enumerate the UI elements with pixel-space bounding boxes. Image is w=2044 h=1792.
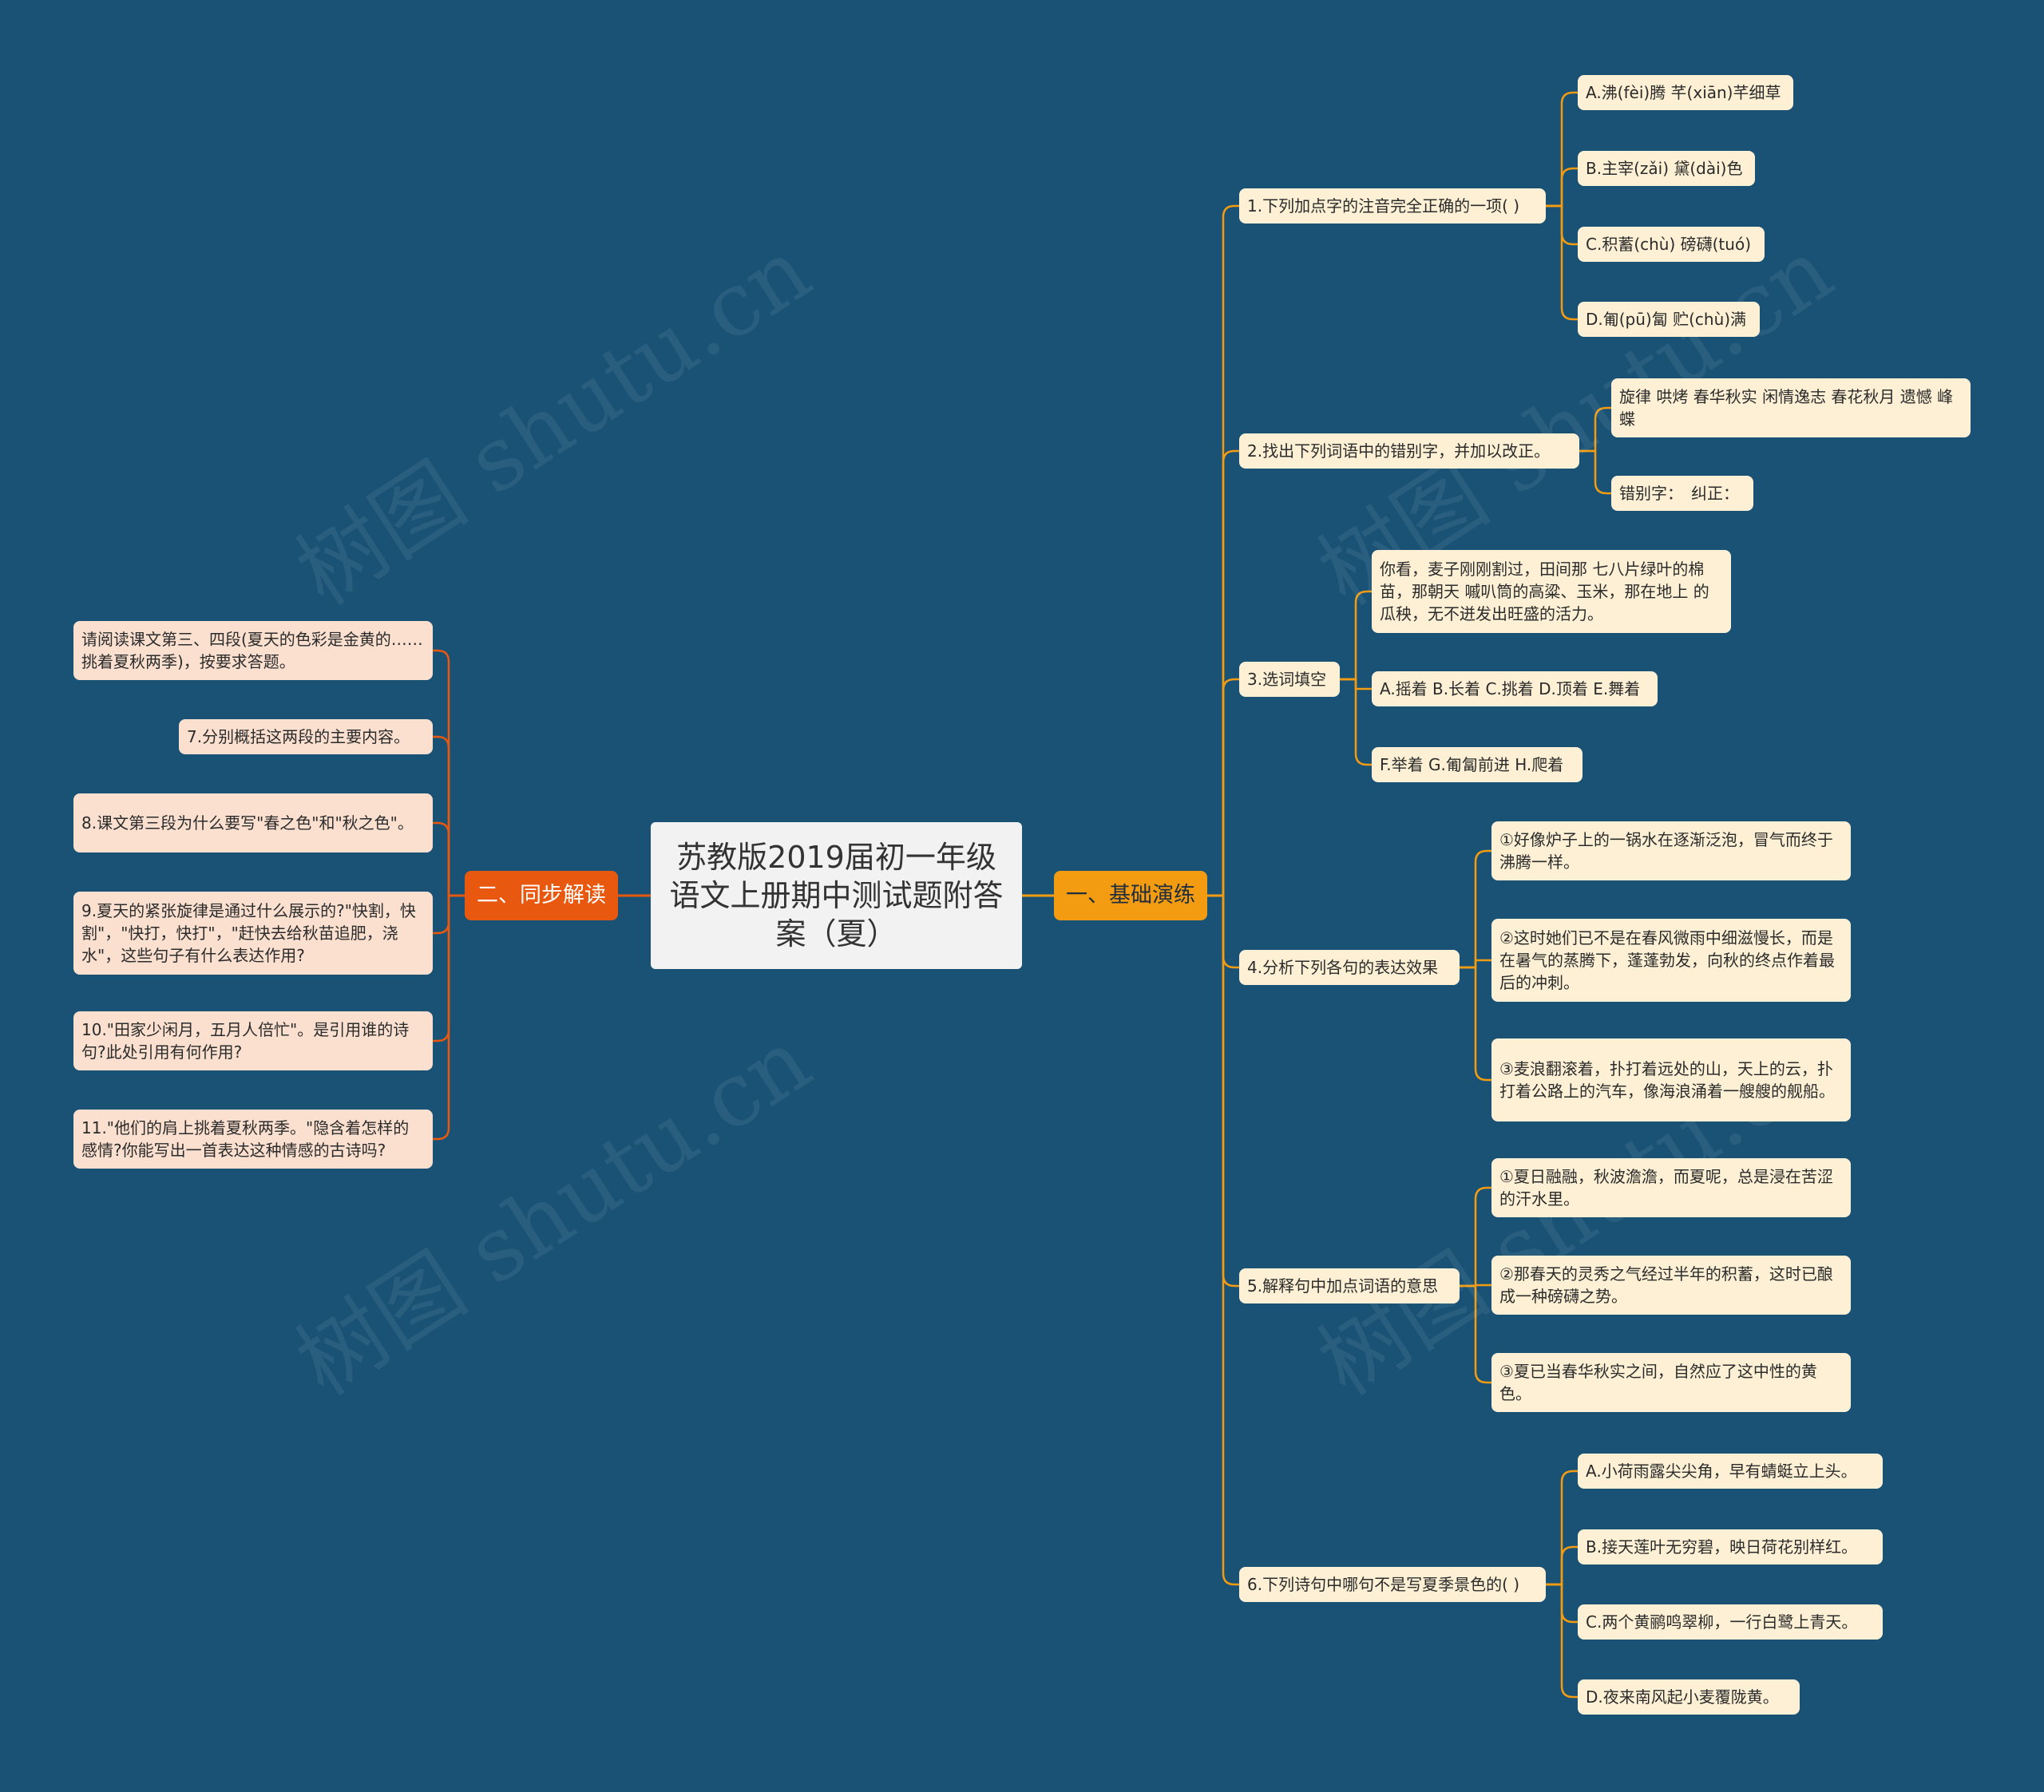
q4-sentence-2[interactable]: ②这时她们已不是在春风微雨中细滋慢长，而是在暑气的蒸腾下，蓬蓬勃发，向秋的终点作… [1491, 919, 1851, 1002]
question-2[interactable]: 2.找出下列词语中的错别字，并加以改正。 [1239, 433, 1579, 469]
root-topic[interactable]: 苏教版2019届初一年级语文上册期中测试题附答案（夏） [651, 822, 1022, 969]
connector-branch-right [1207, 204, 1239, 897]
q5-sentence-2[interactable]: ②那春天的灵秀之气经过半年的积蓄，这时已酿成一种磅礴之势。 [1491, 1256, 1851, 1315]
connector-q5 [1460, 1284, 1491, 1384]
question-4[interactable]: 4.分析下列各句的表达效果 [1239, 950, 1460, 985]
q1-option-d[interactable]: D.匍(pū)匐 贮(chù)满 [1578, 302, 1760, 337]
connector-q5 [1460, 1186, 1491, 1288]
q2-words[interactable]: 旋律 哄烤 春华秋实 闲情逸志 春花秋月 遗憾 峰蝶 [1611, 378, 1971, 437]
connector-branch-right [1207, 894, 1239, 1586]
q4-sentence-1[interactable]: ①好像炉子上的一锅水在逐渐泛泡，冒气而终于沸腾一样。 [1491, 821, 1851, 880]
connector-q6 [1546, 1583, 1578, 1699]
question-1[interactable]: 1.下列加点字的注音完全正确的一项( ) [1239, 188, 1546, 224]
connector-branch-left [433, 649, 465, 897]
branch-sync-reading[interactable]: 二、同步解读 [465, 871, 618, 920]
connector-branch-left [433, 821, 465, 897]
question-5[interactable]: 5.解释句中加点词语的意思 [1239, 1268, 1460, 1303]
q5-sentence-3[interactable]: ③夏已当春华秋实之间，自然应了这中性的黄色。 [1491, 1353, 1851, 1412]
connector-q1 [1546, 204, 1578, 321]
connector-branch-right [1207, 678, 1239, 897]
connector-branch-left [433, 735, 465, 897]
reading-instruction[interactable]: 请阅读课文第三、四段(夏天的色彩是金黄的……挑着夏秋两季)，按要求答题。 [73, 621, 433, 680]
connector-q4 [1460, 959, 1491, 969]
connector-q4 [1460, 966, 1491, 1082]
connector-q2 [1579, 449, 1611, 495]
q6-option-a[interactable]: A.小荷雨露尖尖角，早有蜻蜓立上头。 [1578, 1454, 1883, 1489]
question-10[interactable]: 10."田家少闲月，五月人倍忙"。是引用谁的诗句?此处引用有何作用? [73, 1011, 433, 1070]
connector-q2 [1579, 406, 1611, 453]
connector-branch-right [1207, 449, 1239, 897]
connector-q1 [1546, 167, 1578, 208]
connector-q4 [1460, 849, 1491, 969]
q6-option-b[interactable]: B.接天莲叶无穷碧，映日荷花别样红。 [1578, 1529, 1883, 1565]
question-7[interactable]: 7.分别概括这两段的主要内容。 [179, 719, 433, 754]
q3-options-f-h[interactable]: F.举着 G.匍匐前进 H.爬着 [1372, 747, 1583, 782]
q3-passage[interactable]: 你看，麦子刚刚割过，田间那 七八片绿叶的棉苗，那朝天 嘁叭筒的高粱、玉米，那在地… [1372, 550, 1731, 633]
connector-q3 [1340, 678, 1372, 766]
q1-option-a[interactable]: A.沸(fèi)腾 芊(xiān)芊细草 [1578, 75, 1793, 110]
connector-branch-left [433, 894, 465, 1141]
connector-q1 [1546, 91, 1578, 208]
question-9[interactable]: 9.夏天的紧张旋律是通过什么展示的?"快割，快割"，"快打，快打"，"赶快去给秋… [73, 892, 433, 975]
q6-option-c[interactable]: C.两个黄鹂鸣翠柳，一行白鹭上青天。 [1578, 1604, 1883, 1640]
question-8[interactable]: 8.课文第三段为什么要写"春之色"和"秋之色"。 [73, 793, 433, 852]
q2-answer-line[interactable]: 错别字： 纠正： [1611, 476, 1753, 511]
question-6[interactable]: 6.下列诗句中哪句不是写夏季景色的( ) [1239, 1567, 1546, 1602]
question-11[interactable]: 11."他们的肩上挑着夏秋两季。"隐含着怎样的感情?你能写出一首表达这种情感的古… [73, 1110, 433, 1169]
connector-q3 [1340, 590, 1372, 681]
q1-option-b[interactable]: B.主宰(zǎi) 黛(dài)色 [1578, 151, 1755, 186]
question-3[interactable]: 3.选词填空 [1239, 662, 1340, 697]
connector-q6 [1546, 1470, 1578, 1586]
q3-options-a-e[interactable]: A.摇着 B.长着 C.挑着 D.顶着 E.舞着 [1372, 671, 1658, 706]
q4-sentence-3[interactable]: ③麦浪翻滚着，扑打着远处的山，天上的云，扑打着公路上的汽车，像海浪涌着一艘艘的舰… [1491, 1038, 1851, 1121]
q6-option-d[interactable]: D.夜来南风起小麦覆陇黄。 [1578, 1679, 1800, 1715]
q5-sentence-1[interactable]: ①夏日融融，秋波澹澹，而夏呢，总是浸在苦涩的汗水里。 [1491, 1158, 1851, 1217]
branch-basic-practice[interactable]: 一、基础演练 [1054, 871, 1207, 920]
connector-q6 [1546, 1545, 1578, 1586]
q1-option-c[interactable]: C.积蓄(chù) 磅礴(tuó) [1578, 227, 1765, 262]
